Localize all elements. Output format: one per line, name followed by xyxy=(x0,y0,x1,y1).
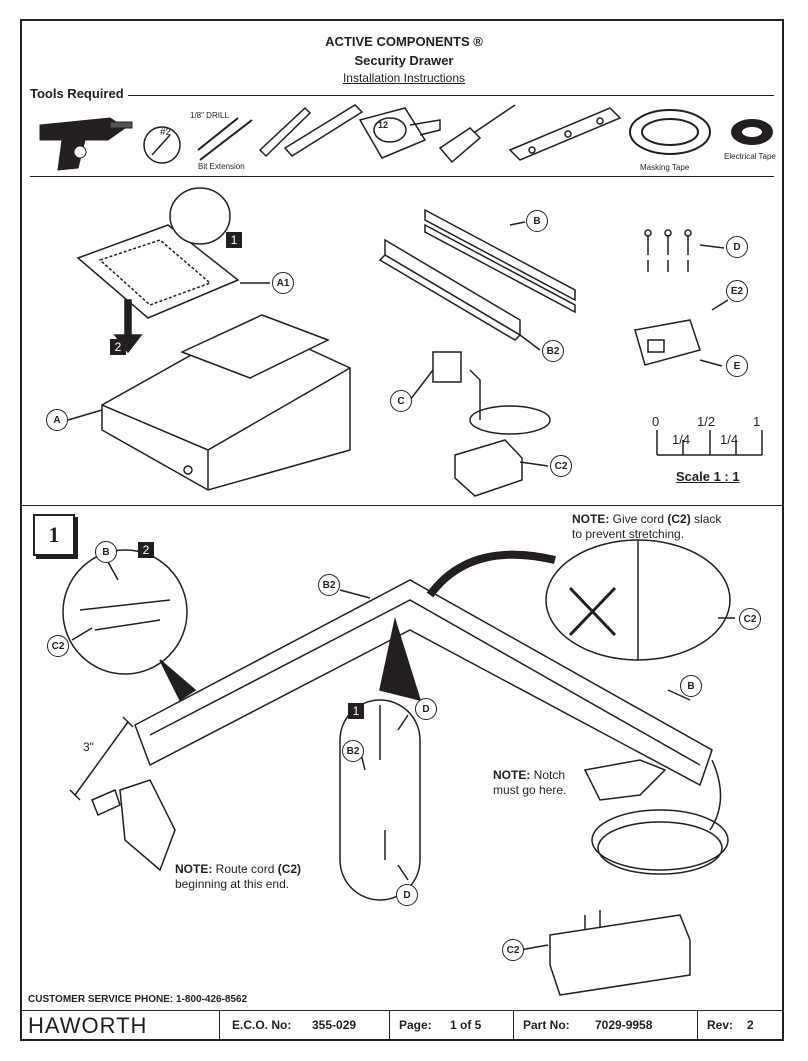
note-slack-line2: to prevent stretching. xyxy=(572,527,685,541)
scale-ruler xyxy=(656,430,763,456)
callout-c: C xyxy=(390,390,412,412)
screwdriver-icon xyxy=(438,104,516,164)
note-notch-text: Notch xyxy=(530,768,566,782)
scale-tick-0: 0 xyxy=(652,414,660,429)
eco-label: E.C.O. No: xyxy=(232,1018,292,1032)
badge-step-1: 1 xyxy=(226,232,242,248)
note-route-pre: Route cord xyxy=(212,862,278,876)
step-callout-b-right: B xyxy=(680,675,702,697)
footer-sep-3 xyxy=(513,1011,514,1040)
section-divider xyxy=(20,505,784,506)
step1-illustrations xyxy=(62,539,735,996)
note-notch: NOTE: Notch must go here. xyxy=(493,768,566,798)
tape-measure-icon xyxy=(358,107,441,159)
note-notch-label: NOTE: xyxy=(493,768,531,782)
haworth-logo: HAWORTH xyxy=(28,1013,148,1038)
masking-tape-icon xyxy=(629,109,711,155)
drill-bit-label: 1/8" DRILL xyxy=(190,111,229,120)
step-number: 1 xyxy=(33,514,75,556)
badge-zoom-2: 2 xyxy=(138,542,154,558)
tools-rule xyxy=(30,95,774,96)
masking-tape-label: Masking Tape xyxy=(640,163,690,172)
note-slack: NOTE: Give cord (C2) slack to prevent st… xyxy=(572,512,721,542)
page-label: Page: xyxy=(399,1018,432,1032)
step-callout-c2-right: C2 xyxy=(739,608,761,630)
brand-line: ACTIVE COMPONENTS ® xyxy=(325,34,483,49)
footer-sep-4 xyxy=(697,1011,698,1040)
callout-b: B xyxy=(526,210,548,232)
doc-type: Installation Instructions xyxy=(342,71,466,85)
module-c-drawing xyxy=(432,351,462,383)
badge-zoom-1: 1 xyxy=(348,703,364,719)
note-route-label: NOTE: xyxy=(175,862,213,876)
rev-value: 2 xyxy=(747,1018,754,1032)
footer-bar: HAWORTH E.C.O. No: 355-029 Page: 1 of 5 … xyxy=(20,1010,784,1041)
callout-b2: B2 xyxy=(542,340,564,362)
footer-sep-2 xyxy=(389,1011,390,1040)
hand-right-drawing xyxy=(583,759,667,801)
bracket-b-drawing xyxy=(424,208,576,302)
note-slack-part: (C2) xyxy=(667,512,691,526)
product-title: Security Drawer xyxy=(354,53,454,68)
customer-service-phone: CUSTOMER SERVICE PHONE: 1-800-426-8562 xyxy=(28,994,248,1005)
callout-d: D xyxy=(726,236,748,258)
scale-tick-q2: 1/4 xyxy=(720,432,739,447)
step-callout-b2-zoom: B2 xyxy=(342,740,364,762)
screwdriver-size-label: #2 xyxy=(160,127,172,138)
scale-tick-1: 1 xyxy=(753,414,761,429)
scale-label: Scale 1 : 1 xyxy=(676,469,740,484)
rev-label: Rev: xyxy=(707,1018,734,1032)
callout-e2: E2 xyxy=(726,280,748,302)
step-callout-c2-left: C2 xyxy=(47,635,69,657)
step-callout-d-bottom: D xyxy=(396,884,418,906)
bit-extension-label: Bit Extension xyxy=(198,162,245,171)
electrical-tape-label: Electrical Tape xyxy=(724,152,776,161)
note-route-part: (C2) xyxy=(277,862,302,876)
note-slack-post: slack xyxy=(690,512,722,526)
dimension-label: 3" xyxy=(83,740,94,754)
page-frame xyxy=(20,19,784,1041)
parts-illustrations xyxy=(67,187,763,497)
housing-e-drawing xyxy=(634,319,701,366)
scale-tick-half: 1/2 xyxy=(697,414,716,429)
tape-measure-marking: 12 xyxy=(378,120,389,130)
step-callout-b: B xyxy=(95,541,117,563)
power-supply-drawing xyxy=(549,914,691,996)
tools-illustrations xyxy=(39,104,773,171)
note-notch-line2: must go here. xyxy=(493,783,567,797)
screws-d-drawing xyxy=(644,229,692,272)
power-supply-c2-drawing xyxy=(454,439,523,497)
step-callout-d-top: D xyxy=(415,698,437,720)
hand-left-drawing xyxy=(119,779,176,872)
level-icon xyxy=(508,107,622,161)
page-value: 1 of 5 xyxy=(450,1018,482,1032)
callout-c2: C2 xyxy=(550,455,572,477)
callout-a1: A1 xyxy=(272,272,294,294)
note-route: NOTE: Route cord (C2) beginning at this … xyxy=(175,862,301,892)
callout-a: A xyxy=(46,409,68,431)
note-slack-label: NOTE: xyxy=(572,512,610,526)
note-route-line2: beginning at this end. xyxy=(175,877,290,891)
tools-label: Tools Required xyxy=(30,86,128,101)
part-label: Part No: xyxy=(523,1018,570,1032)
drill-icon xyxy=(39,117,133,171)
step-callout-b2: B2 xyxy=(318,574,340,596)
tools-bottom-rule xyxy=(30,176,774,177)
badge-step-2: 2 xyxy=(110,339,126,355)
footer-sep-1 xyxy=(219,1011,220,1040)
note-slack-pre: Give cord xyxy=(609,512,668,526)
step-callout-c2-bottom: C2 xyxy=(502,939,524,961)
pencil-icon xyxy=(258,104,364,158)
screwdriver-bit-icon xyxy=(143,126,181,164)
liner-a1-drawing xyxy=(76,224,240,319)
callout-e: E xyxy=(726,355,748,377)
bit-extension-icon xyxy=(197,117,253,161)
eco-value: 355-029 xyxy=(312,1018,357,1032)
scale-tick-q1: 1/4 xyxy=(672,432,691,447)
electrical-tape-icon xyxy=(731,119,773,145)
part-value: 7029-9958 xyxy=(595,1018,653,1032)
